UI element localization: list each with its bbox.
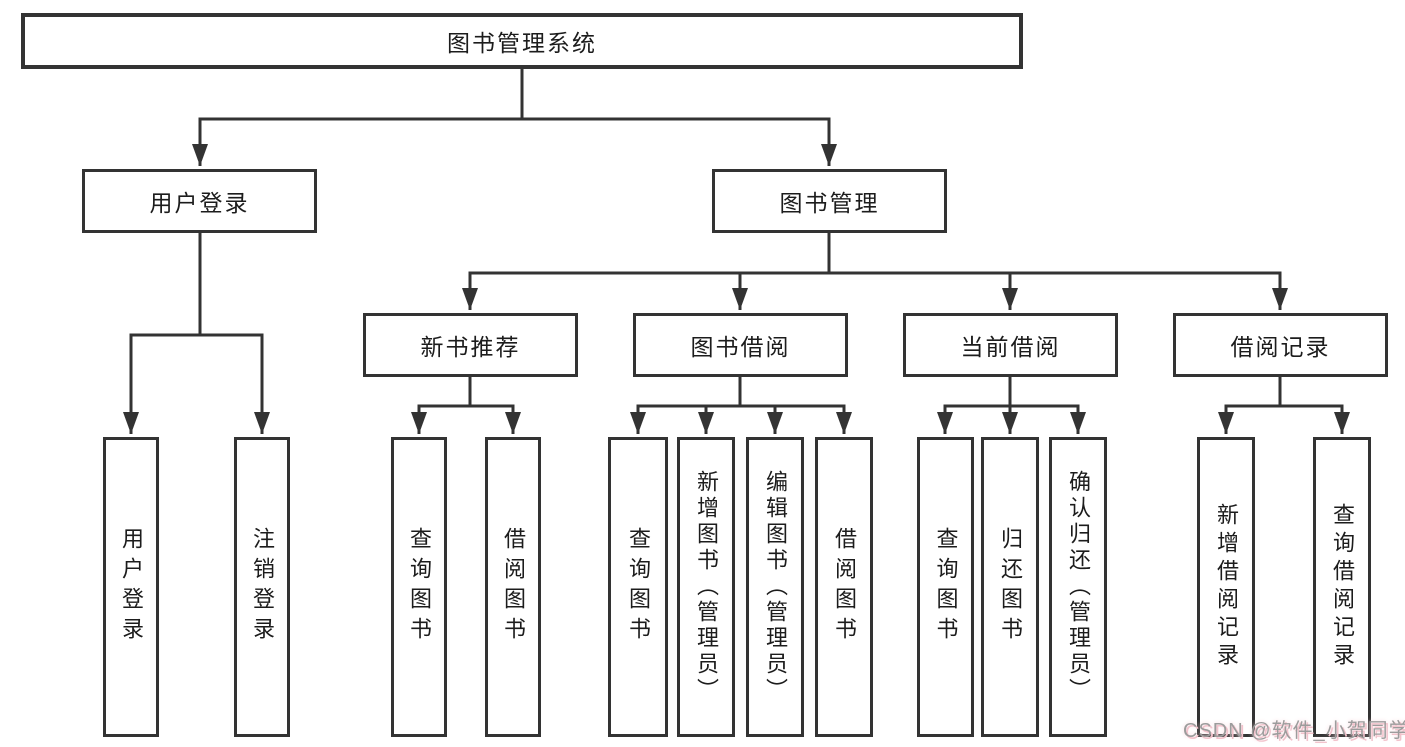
node-library-management-system: 图书管理系统 bbox=[21, 13, 1023, 69]
leaf-return-book: 归还图书 bbox=[981, 437, 1039, 737]
leaf-add-borrow-record: 新增借阅记录 bbox=[1197, 437, 1255, 737]
node-new-book-recommend: 新书推荐 bbox=[363, 313, 578, 377]
leaf-query-books-current: 查询图书 bbox=[917, 437, 974, 737]
leaf-borrow-books: 借阅图书 bbox=[815, 437, 873, 737]
node-borrow-records: 借阅记录 bbox=[1173, 313, 1388, 377]
node-user-login-group: 用户登录 bbox=[82, 169, 317, 233]
node-book-management: 图书管理 bbox=[712, 169, 947, 233]
wire-group bbox=[123, 69, 1350, 434]
node-book-borrow: 图书借阅 bbox=[633, 313, 848, 377]
leaf-user-login: 用户登录 bbox=[103, 437, 159, 737]
node-current-borrow: 当前借阅 bbox=[903, 313, 1118, 377]
leaf-logout: 注销登录 bbox=[234, 437, 290, 737]
leaf-query-books-borrow: 查询图书 bbox=[608, 437, 668, 737]
leaf-add-book-admin: 新增图书（管理员） bbox=[677, 437, 735, 737]
leaf-query-books-recommend: 查询图书 bbox=[391, 437, 447, 737]
leaf-query-borrow-record: 查询借阅记录 bbox=[1313, 437, 1371, 737]
leaf-edit-book-admin: 编辑图书（管理员） bbox=[746, 437, 804, 737]
leaf-confirm-return-admin: 确认归还（管理员） bbox=[1049, 437, 1107, 737]
csdn-watermark: CSDN @软件_小贺同学 bbox=[1183, 720, 1405, 742]
leaf-borrow-books-recommend: 借阅图书 bbox=[485, 437, 541, 737]
